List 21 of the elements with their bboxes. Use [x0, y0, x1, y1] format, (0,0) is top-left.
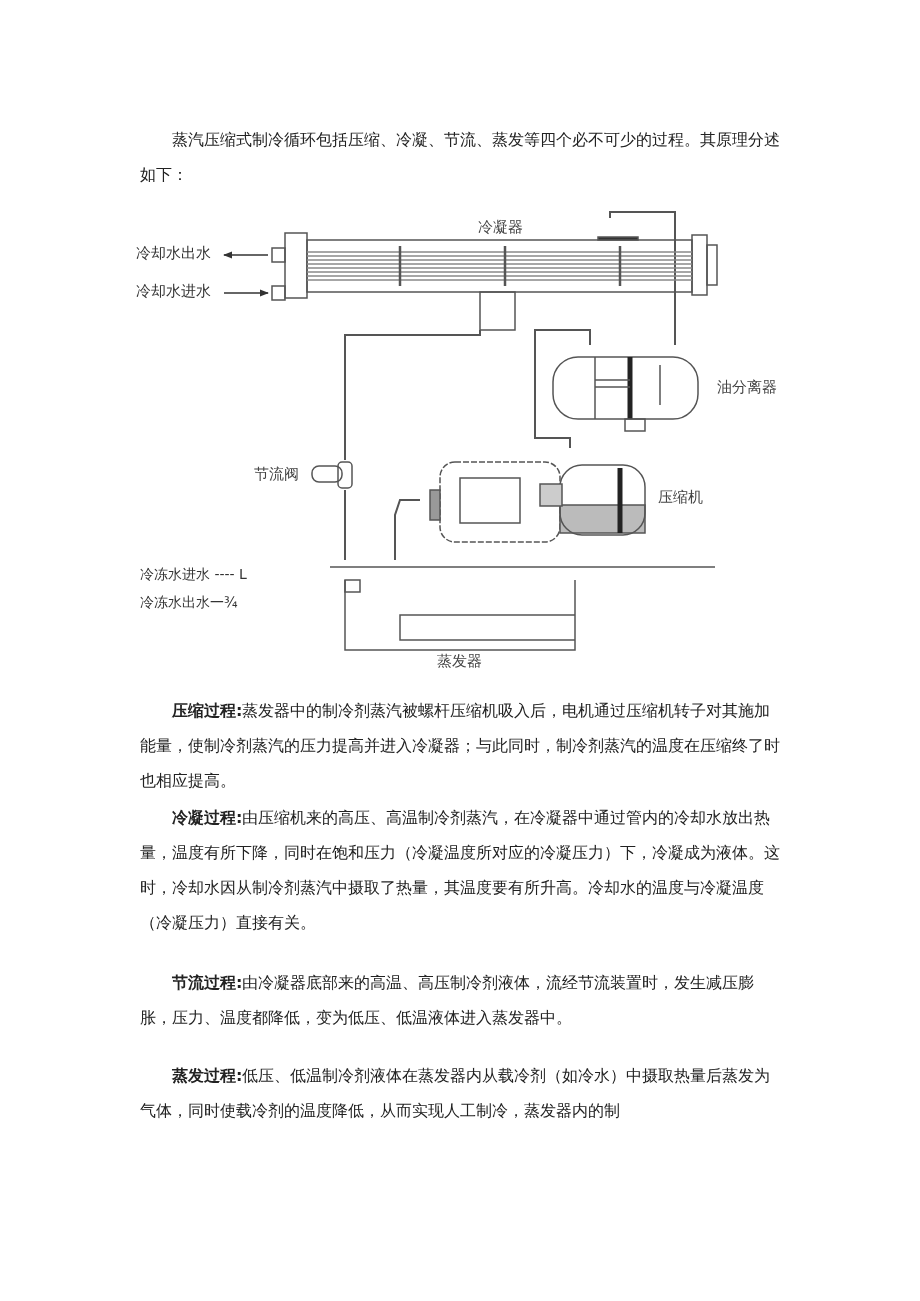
water-label: 冷却水进水 [136, 282, 224, 304]
paragraph: 冷凝过程:由压缩机来的高压、高温制冷剂蒸汽，在冷凝器中通过管内的冷却水放出热量，温度有所下降，同时在饱和压力（冷凝温度所对应的冷凝压力）下，冷凝成为液体。这时，冷却水因从制冷剂蒸汽中摄取了热量，其温度要有所升高。冷却水的温度与冷凝温度（冷凝压力）直接有关。 [140, 807, 781, 934]
pipe [609, 211, 676, 346]
paragraph: 蒸发过程:低压、低温制冷剂液体在蒸发器内从载冷剂（如冷水）中摄取热量后蒸发为气体，同时使载冷剂的温度降低，从而实现人工制冷，蒸发器内的制 [140, 1065, 772, 1122]
water-label: 冷却水出水 [136, 244, 224, 266]
part-label: 压缩机 [658, 488, 703, 507]
water-note: 冷冻水出水一¾ [140, 594, 238, 612]
paragraph: 节流过程:由冷凝器底部来的高温、高压制冷剂液体，流经节流装置时，发生减压膨胀，压力、温度都降低，变为低压、低温液体进入蒸发器中。 [140, 972, 756, 1029]
part-label: 蒸发器 [437, 652, 482, 671]
part-label: 节流阀 [254, 465, 299, 484]
arrow [223, 289, 269, 297]
part-label: 油分离器 [717, 378, 777, 397]
pipe [534, 329, 591, 449]
pipe [344, 329, 481, 461]
pipe [394, 499, 421, 561]
arrow [223, 251, 269, 259]
water-note: 冷冻水进水 ---- L [140, 566, 247, 584]
paragraph: 压缩过程:蒸发器中的制冷剂蒸汽被螺杆压缩机吸入后，电机通过压缩机转子对其施加能量，使制冷剂蒸汽的压力提高并进入冷凝器；与此同时，制冷剂蒸汽的温度在压缩终了时也相应提高。 [140, 700, 781, 792]
pipe [344, 489, 346, 561]
part-label: 冷凝器 [478, 218, 523, 237]
paragraph: 蒸汽压缩式制冷循环包括压缩、冷凝、节流、蒸发等四个必不可少的过程。其原理分述如下： [140, 129, 781, 186]
